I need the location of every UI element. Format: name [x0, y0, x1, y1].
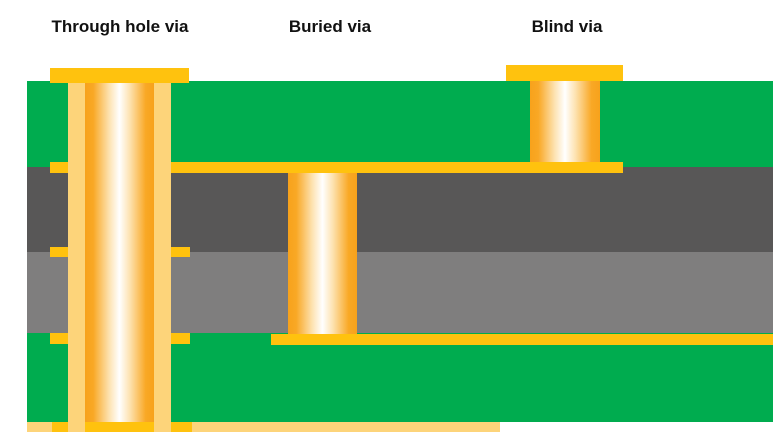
blind-via-label: Blind via: [531, 17, 603, 36]
through-hole-pad: [170, 247, 190, 257]
through-hole-pad: [50, 247, 70, 257]
through-hole-pad: [170, 333, 190, 344]
inner-trace-bottom: [271, 334, 773, 345]
buried-via-label: Buried via: [288, 17, 372, 36]
through-hole-barrel-bottom: [85, 422, 154, 432]
buried-via-barrel: [288, 173, 357, 334]
inner-trace-top: [171, 162, 623, 173]
through-hole-pad: [50, 333, 70, 344]
through-hole-via-label: Through hole via: [51, 17, 189, 36]
bottom-copper-strip: [27, 422, 500, 432]
blind-via-top-pad: [506, 65, 623, 81]
blind-via-barrel: [530, 81, 600, 162]
through-hole-barrel: [85, 83, 154, 422]
through-hole-pad: [50, 162, 70, 173]
through-hole-top-pad: [50, 68, 189, 83]
